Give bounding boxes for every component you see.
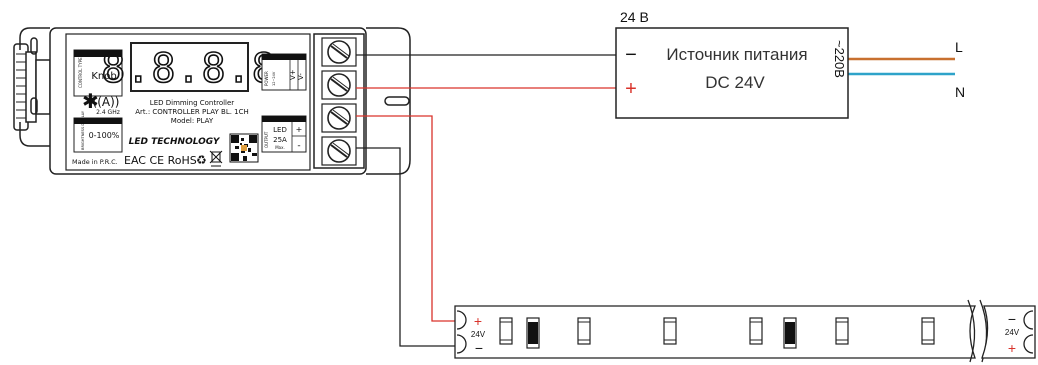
power-voltage: 12~24V bbox=[272, 71, 276, 86]
strip-right-voltage: 24V bbox=[1005, 328, 1020, 337]
weee-bin-icon bbox=[209, 150, 223, 167]
terminal-screw-4[interactable] bbox=[321, 136, 357, 166]
recycle-icon: ♻ bbox=[196, 153, 207, 167]
psu-title: Источник питания bbox=[666, 45, 807, 64]
description-line1: LED Dimming Controller bbox=[150, 99, 235, 107]
control-type-value: Knob bbox=[91, 71, 116, 82]
psu-body bbox=[615, 27, 849, 119]
wireless-label: 2.4 GHz bbox=[96, 109, 120, 116]
strip-right-plus: + bbox=[1008, 340, 1016, 356]
output-minus-label: - bbox=[297, 141, 300, 151]
wireless-icon: ((A)) bbox=[93, 95, 120, 109]
strip-right-minus: − bbox=[1008, 311, 1016, 327]
power-plus-label: V+ bbox=[289, 69, 297, 80]
output-label: OUTPUT bbox=[264, 131, 269, 148]
psu-voltage-label: 24 В bbox=[620, 9, 649, 25]
knob[interactable] bbox=[13, 43, 51, 131]
led-chip-1 bbox=[499, 317, 513, 345]
terminal-screw-3[interactable] bbox=[321, 103, 357, 133]
power-label: POWER bbox=[264, 71, 269, 86]
brightness-value: 0-100% bbox=[89, 131, 120, 140]
left-mounting-ear bbox=[19, 27, 50, 147]
power-minus-label: V- bbox=[297, 73, 305, 80]
psu-subtitle: DC 24V bbox=[705, 73, 765, 92]
description-line2: Art.: CONTROLLER PLAY BL. 1CH bbox=[135, 108, 249, 116]
bluetooth-icon: ✱ bbox=[82, 89, 99, 113]
wires bbox=[356, 54, 955, 347]
output-max: Max. bbox=[275, 145, 285, 150]
resistor-1 bbox=[526, 317, 540, 349]
brightness-label: BRIGHTNESS DISPLAY bbox=[81, 110, 85, 150]
psu-input-label: ~220В bbox=[832, 40, 847, 78]
made-in-label: Made in P.R.C. bbox=[72, 158, 118, 166]
controller: CONTROL TYPE Knob 8.8.8.8 ✱ ((A)) 2.4 GH… bbox=[13, 27, 411, 175]
output-current: 25A bbox=[273, 136, 287, 144]
right-mounting-ear bbox=[366, 27, 411, 175]
resistor-2 bbox=[783, 317, 797, 349]
line-l-label: L bbox=[955, 39, 963, 55]
display bbox=[130, 42, 249, 92]
output-plus-label: + bbox=[296, 125, 303, 134]
wire-led-positive bbox=[356, 115, 466, 322]
line-n-label: N bbox=[955, 84, 965, 100]
led-chip-3 bbox=[663, 317, 677, 345]
psu-plus-terminal: + bbox=[625, 78, 637, 100]
led-chip-6 bbox=[921, 317, 935, 345]
psu-minus-terminal: − bbox=[625, 44, 637, 66]
led-chip-4 bbox=[749, 317, 763, 345]
brand-logo: LED TECHNOLOGY bbox=[129, 137, 221, 147]
certification-marks: EAC CE RoHS bbox=[124, 154, 197, 167]
strip-left-voltage: 24V bbox=[471, 330, 486, 339]
wire-led-negative bbox=[356, 147, 466, 347]
strip-left-minus: − bbox=[475, 340, 483, 356]
description-line3: Model: PLAY bbox=[171, 117, 214, 125]
led-chip-2 bbox=[577, 317, 591, 345]
control-type-label: CONTROL TYPE bbox=[78, 57, 83, 88]
terminal-screw-1[interactable] bbox=[321, 37, 357, 67]
output-led-label: LED bbox=[273, 126, 287, 134]
led-strip: + 24V − − 24V + bbox=[454, 299, 1036, 363]
power-supply: 24 В − + Источник питания DC 24V ~220В L… bbox=[615, 9, 965, 119]
terminal-screw-2[interactable] bbox=[321, 70, 357, 100]
qr-code bbox=[229, 133, 259, 163]
strip-left-plus: + bbox=[474, 313, 482, 329]
led-chip-5 bbox=[835, 317, 849, 345]
display-digits: 8.8.8.8 bbox=[101, 46, 277, 92]
